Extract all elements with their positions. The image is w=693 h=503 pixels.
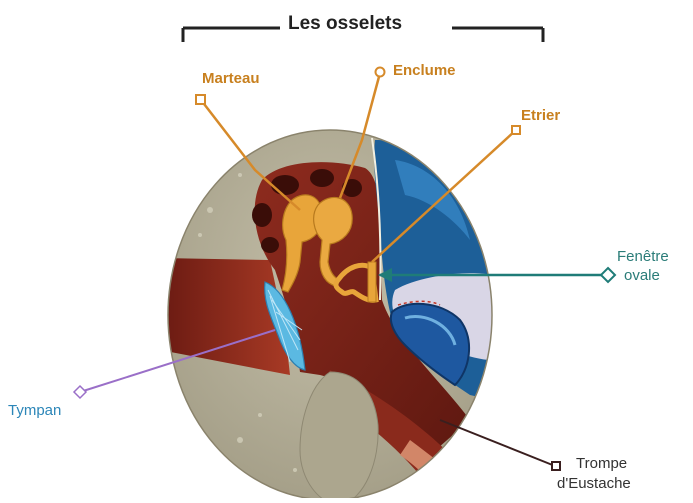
label-etrier: Etrier bbox=[521, 107, 560, 126]
label-fenetre-line1: Fenêtre bbox=[617, 248, 669, 267]
label-trompe-line1: Trompe bbox=[576, 455, 627, 474]
label-trompe-line2: d'Eustache bbox=[557, 475, 631, 494]
marker-marteau bbox=[196, 95, 205, 104]
marker-tympan bbox=[74, 386, 86, 398]
marker-etrier bbox=[512, 126, 520, 134]
label-tympan: Tympan bbox=[8, 402, 61, 421]
label-enclume: Enclume bbox=[393, 62, 456, 81]
marker-enclume bbox=[376, 68, 385, 77]
label-fenetre-line2: ovale bbox=[624, 267, 660, 286]
label-marteau: Marteau bbox=[202, 70, 260, 89]
leader-trompe bbox=[440, 420, 555, 466]
marker-fenetre bbox=[601, 268, 615, 282]
marker-trompe bbox=[552, 462, 560, 470]
diagram-title: Les osselets bbox=[288, 12, 402, 36]
